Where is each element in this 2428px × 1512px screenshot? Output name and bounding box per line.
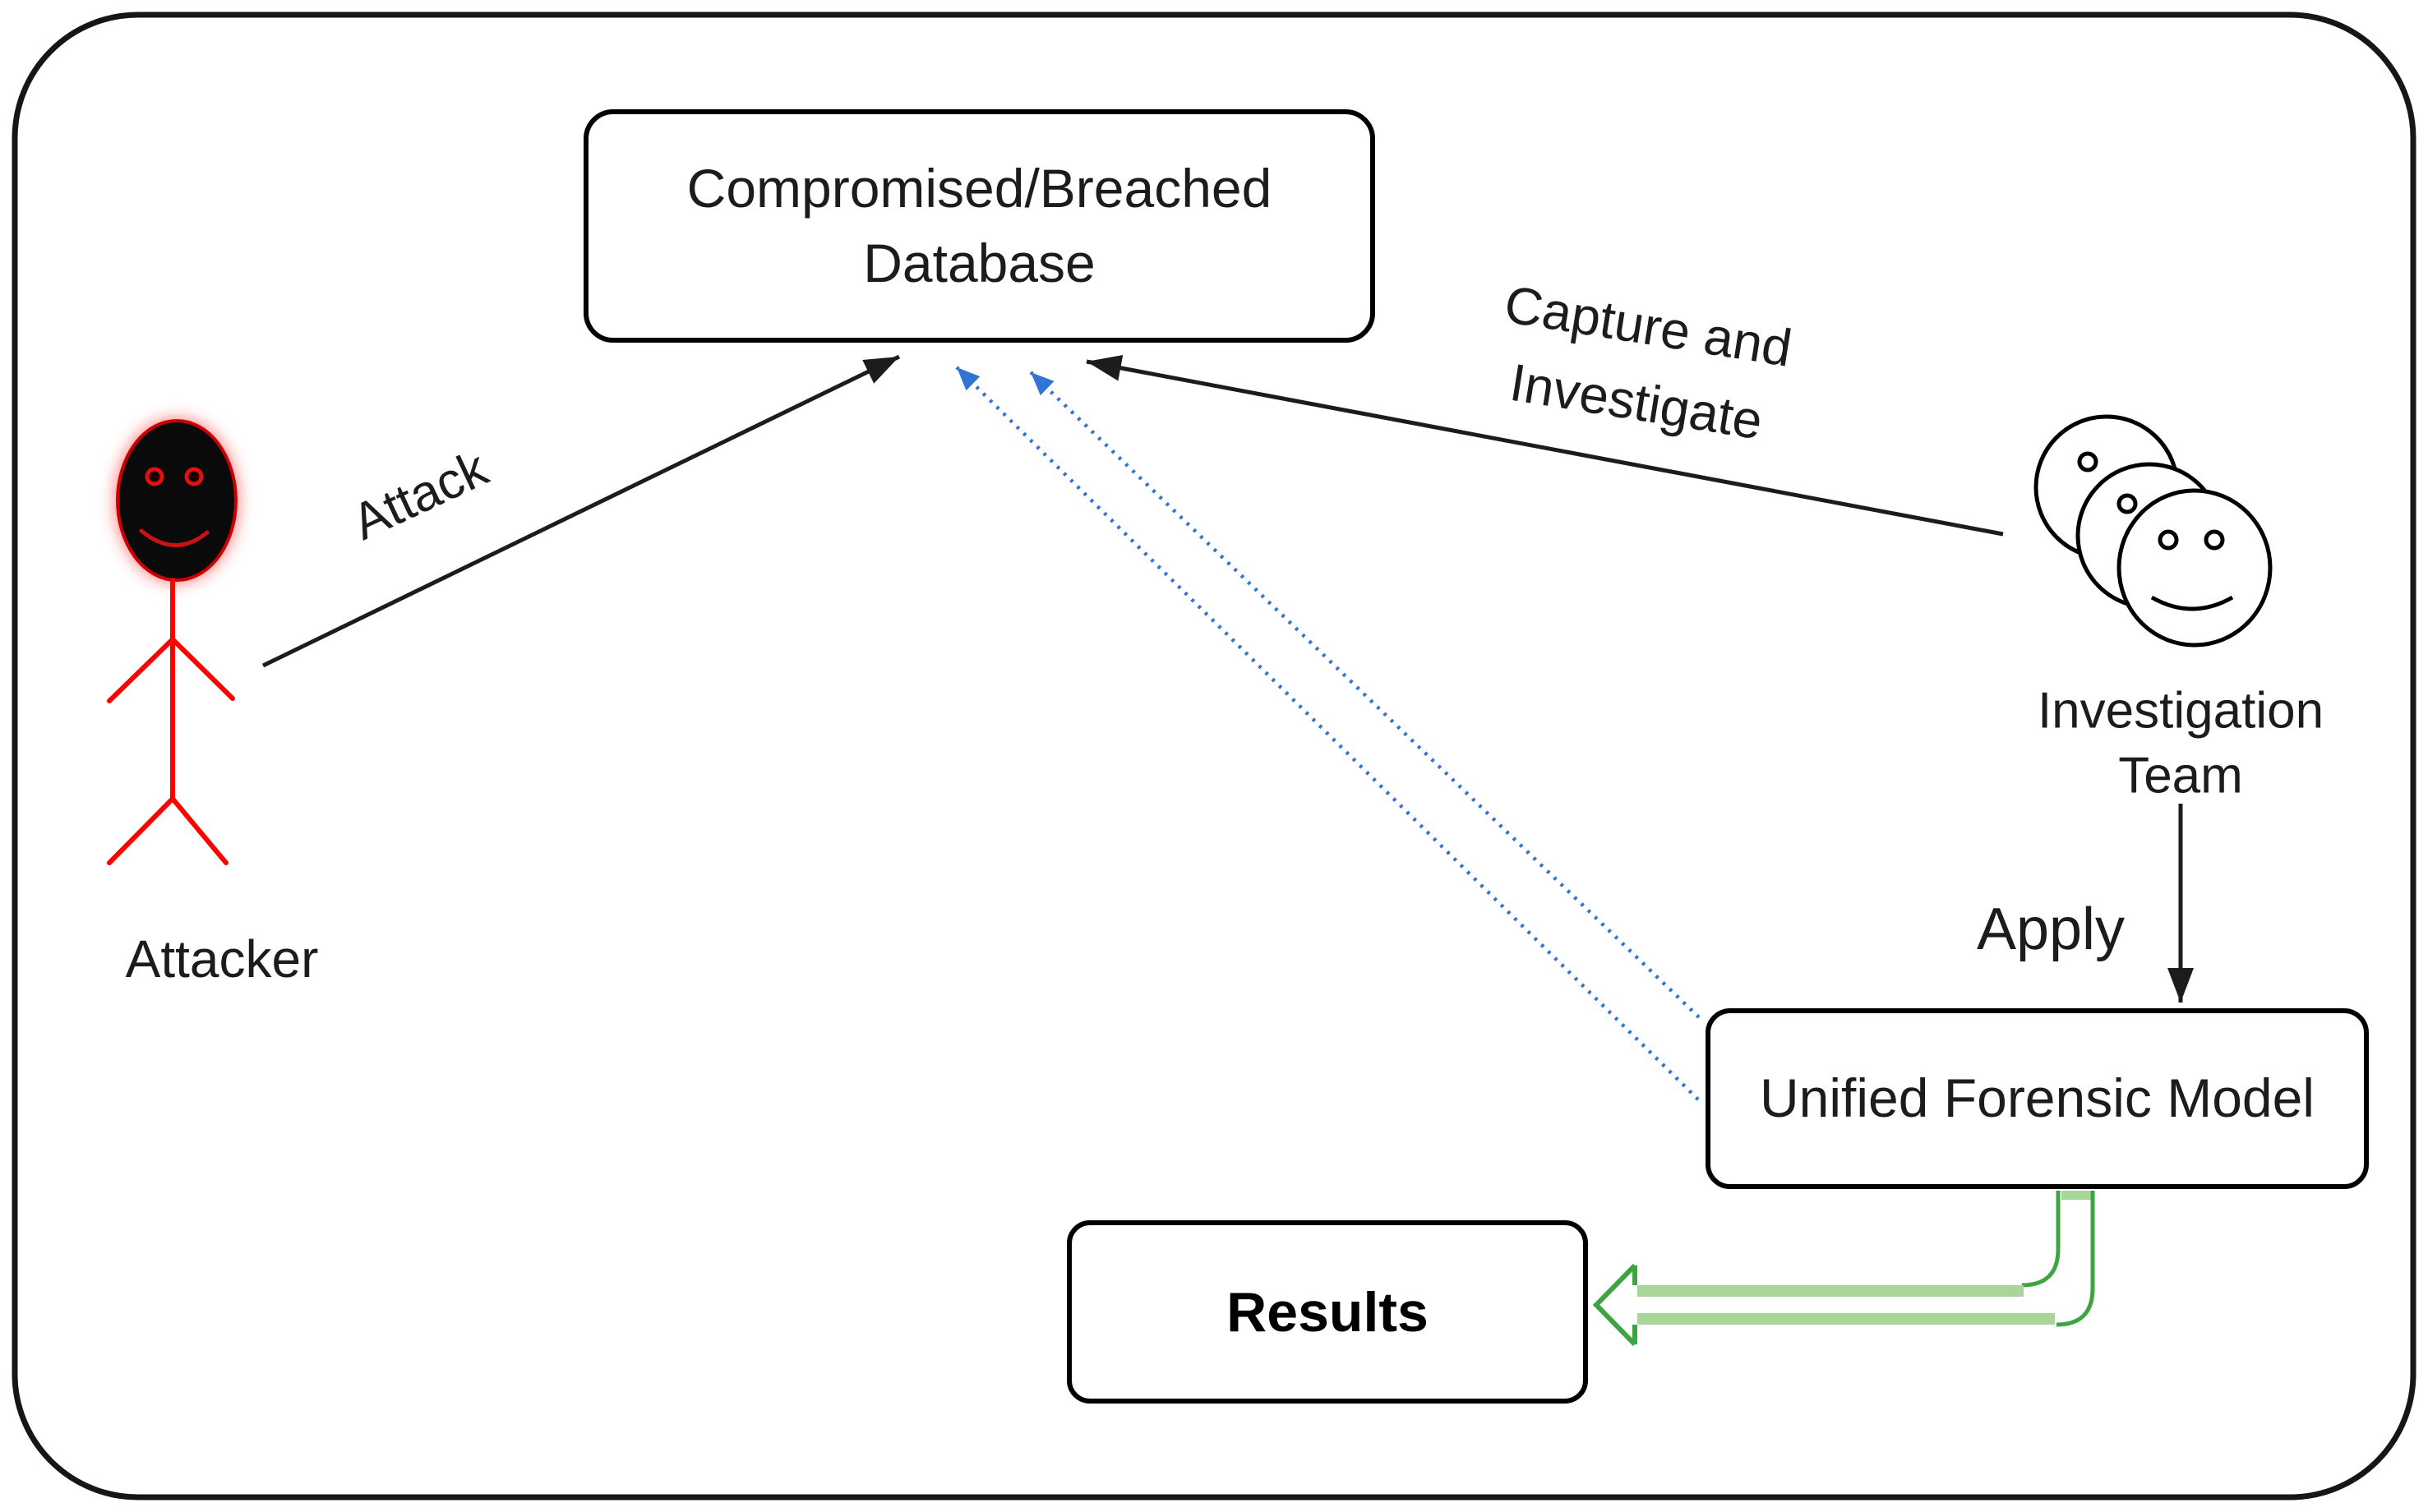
node-results: Results <box>1067 1220 1588 1404</box>
investigation-team-label-line1: Investigation <box>2037 682 2324 740</box>
attacker-eye-left <box>145 467 164 486</box>
investigation-team-label: Investigation Team <box>2038 679 2324 808</box>
attacker-icon <box>107 419 238 865</box>
capture-investigate-arrow <box>1086 355 2004 537</box>
node-compromised-database: Compromised/Breached Database <box>584 109 1375 343</box>
unified-forensic-model-label: Unified Forensic Model <box>1760 1067 2315 1129</box>
team-face-middle-eye <box>2116 493 2138 514</box>
apply-edge-label: Apply <box>1976 897 2126 962</box>
team-face-back-eye <box>2077 451 2098 472</box>
attacker-head <box>116 419 238 582</box>
investigation-team-label-line2: Team <box>2118 747 2243 804</box>
attacker-label: Attacker <box>125 929 319 989</box>
results-label: Results <box>1226 1280 1429 1344</box>
outer-frame <box>12 12 2416 1500</box>
model-to-database-dashed-arrow-1 <box>955 366 1700 1101</box>
team-face-front <box>2116 488 2273 648</box>
investigation-team-icon <box>2033 414 2273 648</box>
team-face-front-eye-right <box>2204 529 2225 551</box>
database-label-line2: Database <box>863 233 1096 293</box>
attacker-eye-right <box>184 467 204 486</box>
green-arrow-top-stub <box>2061 1191 2091 1200</box>
green-arrowhead <box>1592 1263 1637 1347</box>
attacker-body <box>107 578 235 865</box>
team-face-front-eye-left <box>2158 529 2179 551</box>
team-face-front-smile <box>2150 595 2234 611</box>
database-label-line1: Compromised/Breached <box>686 157 1272 219</box>
attacker-smile <box>139 528 210 547</box>
attack-arrow <box>261 354 901 668</box>
model-to-database-dashed-arrow-2 <box>1029 371 1701 1019</box>
model-to-results-green-arrow <box>1592 1191 2095 1347</box>
node-unified-forensic-model: Unified Forensic Model <box>1706 1008 2369 1189</box>
